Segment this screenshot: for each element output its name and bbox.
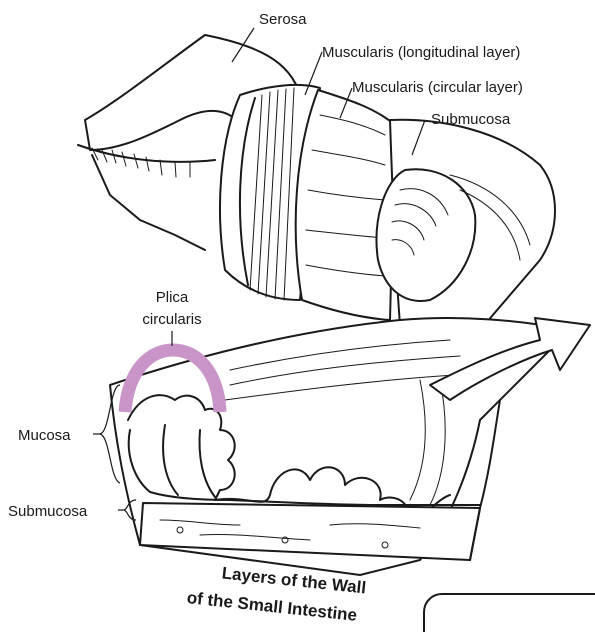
label-plica-line1: Plica [156, 289, 189, 306]
label-serosa: Serosa [259, 11, 307, 28]
info-box-corner [424, 594, 595, 632]
label-submucosa-left: Submucosa [8, 503, 88, 520]
label-muscularis-longitudinal: Muscularis (longitudinal layer) [322, 44, 520, 61]
muscularis-circular-segment [296, 90, 395, 320]
label-submucosa-top: Submucosa [431, 111, 511, 128]
label-mucosa: Mucosa [18, 427, 71, 444]
submucosa-tube [377, 120, 555, 330]
label-plica-line2: circularis [142, 311, 201, 328]
label-muscularis-circular: Muscularis (circular layer) [352, 79, 523, 96]
